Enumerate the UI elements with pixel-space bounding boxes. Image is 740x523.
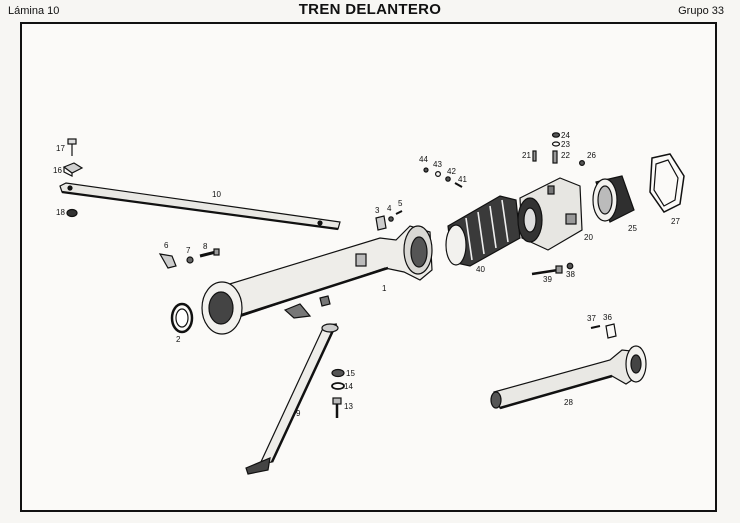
- callout-44: 44: [419, 155, 428, 164]
- callout-2: 2: [176, 335, 181, 344]
- callout-13: 13: [344, 402, 353, 411]
- part-43-washer: [435, 171, 442, 178]
- callout-8: 8: [203, 242, 208, 251]
- part-13-bolt: [332, 397, 342, 418]
- callout-41: 41: [458, 175, 467, 184]
- part-28-shaft: [490, 345, 647, 410]
- part-44-screw: [423, 167, 429, 173]
- part-37-screw: [590, 325, 601, 329]
- callout-43: 43: [433, 160, 442, 169]
- callout-15: 15: [346, 369, 355, 378]
- callout-17: 17: [56, 144, 65, 153]
- callout-21: 21: [522, 151, 531, 160]
- part-27-gasket: [649, 153, 685, 213]
- callout-10: 10: [212, 190, 221, 199]
- part-2-ring: [170, 302, 194, 334]
- part-38-nut: [566, 262, 574, 270]
- page-title: TREN DELANTERO: [298, 1, 442, 18]
- page-header: Lámina 10 TREN DELANTERO Grupo 33: [0, 0, 740, 22]
- part-20-housing: [517, 177, 583, 251]
- callout-20: 20: [584, 233, 593, 242]
- part-8-bolt: [199, 248, 220, 258]
- part-9-strut: [245, 323, 339, 475]
- callout-9: 9: [296, 409, 301, 418]
- callout-18: 18: [56, 208, 65, 217]
- part-14-washer: [331, 382, 345, 390]
- callout-26: 26: [587, 151, 596, 160]
- part-10-bar: [59, 182, 341, 231]
- part-42-nut: [445, 176, 451, 182]
- callout-3: 3: [375, 206, 380, 215]
- callout-25: 25: [628, 224, 637, 233]
- callout-37: 37: [587, 314, 596, 323]
- callout-22: 22: [561, 151, 570, 160]
- part-6-bracket: [158, 253, 177, 269]
- part-23-washer: [551, 141, 561, 147]
- callout-4: 4: [387, 204, 392, 213]
- callout-23: 23: [561, 140, 570, 149]
- callout-39: 39: [543, 275, 552, 284]
- callout-42: 42: [447, 167, 456, 176]
- part-4-washer: [388, 216, 394, 222]
- callout-1: 1: [382, 284, 387, 293]
- part-39-bolt: [531, 265, 563, 276]
- part-25-cup: [592, 175, 635, 223]
- part-41-pin: [454, 182, 463, 188]
- group-number: Grupo 33: [678, 5, 724, 17]
- part-15-nut: [331, 368, 345, 378]
- callout-24: 24: [561, 131, 570, 140]
- callout-36: 36: [603, 313, 612, 322]
- callout-16: 16: [53, 166, 62, 175]
- callout-14: 14: [344, 382, 353, 391]
- part-40-bellows: [445, 195, 521, 267]
- part-36-clip: [605, 323, 617, 339]
- part-21-pin: [532, 150, 537, 162]
- part-3-clip: [375, 215, 387, 231]
- callout-38: 38: [566, 270, 575, 279]
- callout-40: 40: [476, 265, 485, 274]
- part-18-nut: [66, 208, 78, 218]
- part-17-bolt: [67, 138, 77, 156]
- part-7-nut: [186, 256, 194, 264]
- part-16-block: [62, 162, 84, 177]
- callout-27: 27: [671, 217, 680, 226]
- callout-labels: 1 2 3 4 5 6 7 8 9 10 13 14 15 16 17 18 2…: [53, 131, 680, 418]
- part-5-screw: [395, 210, 403, 215]
- sheet-number: Lámina 10: [8, 5, 60, 17]
- part-22-bolt: [552, 150, 558, 164]
- callout-7: 7: [186, 246, 191, 255]
- callout-6: 6: [164, 241, 169, 250]
- callout-28: 28: [564, 398, 573, 407]
- part-26-screw: [578, 160, 585, 167]
- part-24-nut: [551, 132, 561, 138]
- callout-5: 5: [398, 199, 403, 208]
- part-1-tube: [201, 225, 433, 335]
